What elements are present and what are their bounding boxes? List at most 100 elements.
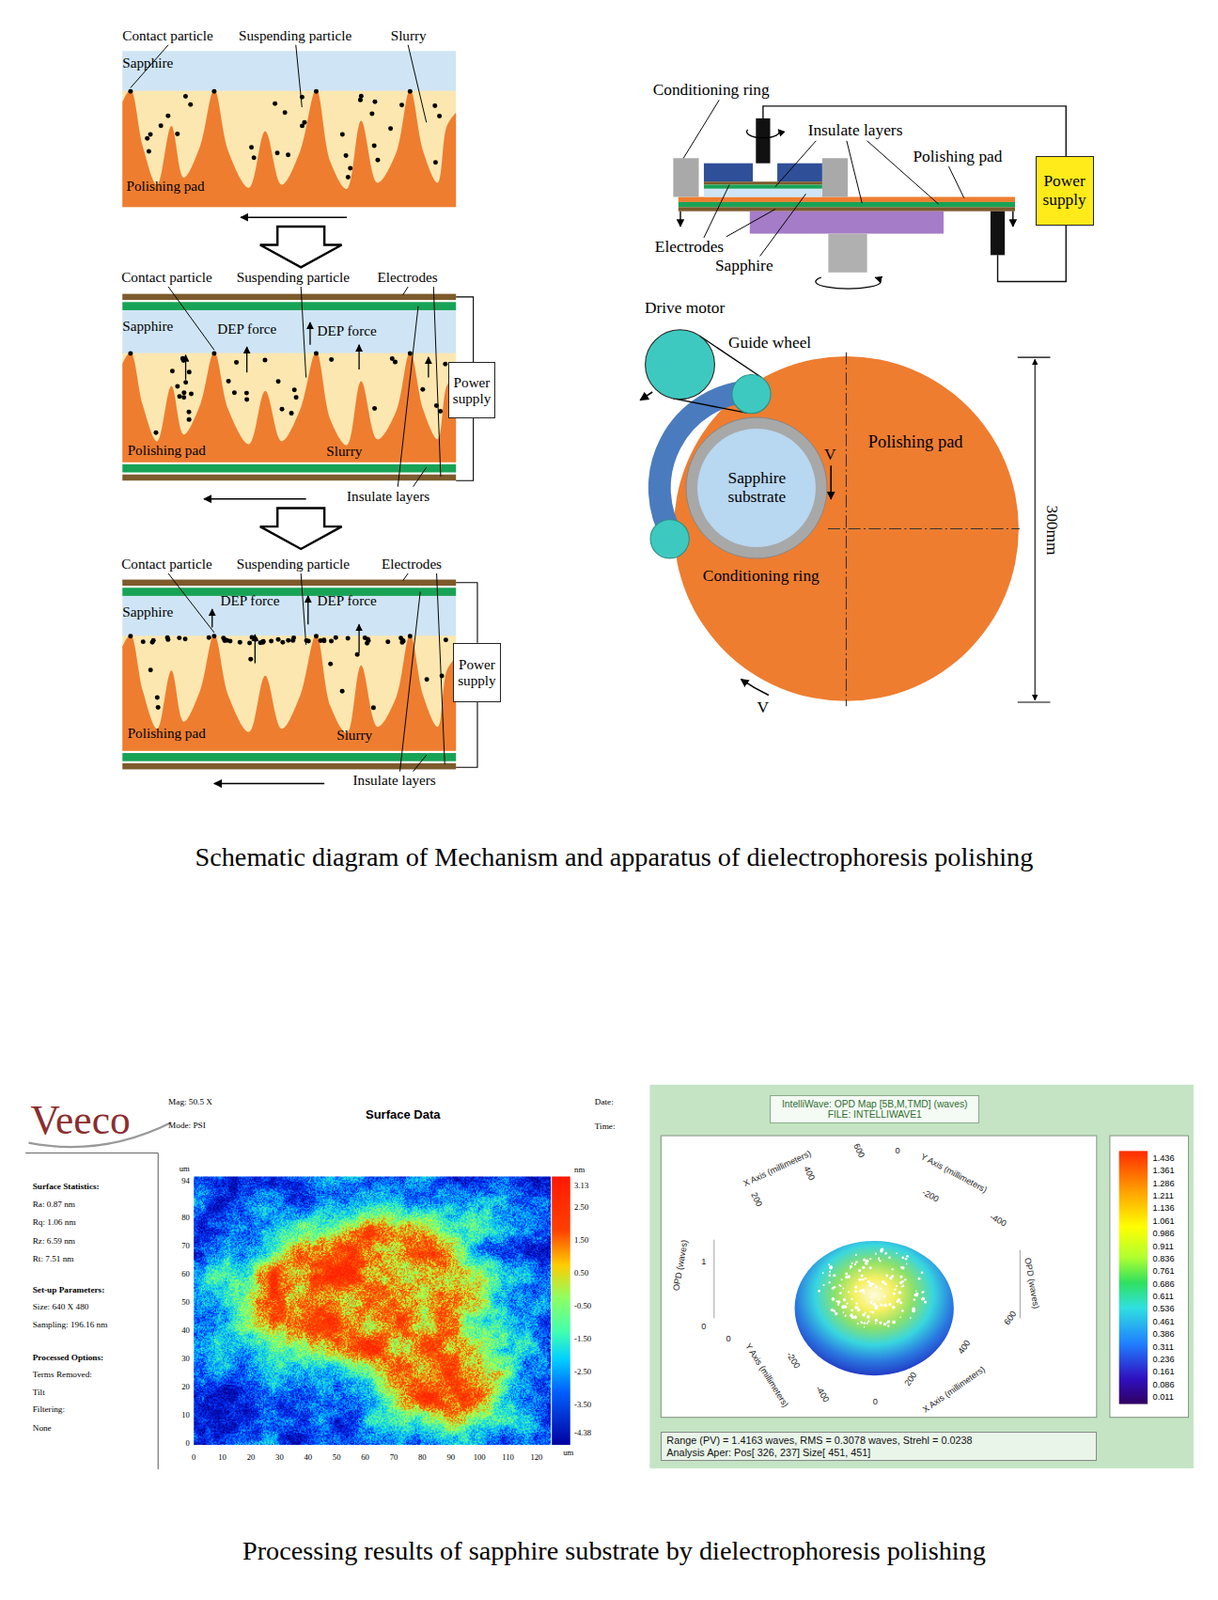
dep-force-arrow: [246, 346, 248, 373]
surface-speckle: [888, 1255, 891, 1259]
label-text: -1.50: [574, 1333, 592, 1343]
surface-speckle: [870, 1296, 873, 1298]
label-text: 3.13: [574, 1181, 589, 1191]
dimension-tick: [1017, 356, 1051, 358]
label-text: Filtering:: [32, 1404, 65, 1414]
abrasive-particle: [187, 409, 192, 415]
label-text: -2.50: [574, 1366, 592, 1376]
abrasive-particle: [333, 635, 339, 641]
abrasive-particle: [437, 113, 442, 119]
abrasive-particle: [276, 378, 282, 384]
label-holder: Contact particle: [121, 556, 213, 573]
label-text: 0.161: [1153, 1366, 1175, 1376]
node-text: Power supply: [457, 655, 497, 689]
abrasive-particle: [285, 638, 291, 643]
panel-background: [649, 1084, 1194, 1468]
label-text: 0.461: [1153, 1316, 1175, 1327]
slurry: [122, 634, 456, 751]
surface-speckle: [827, 1280, 830, 1283]
label-text: Size: 640 X 480: [32, 1301, 90, 1312]
surface-speckle: [878, 1298, 881, 1301]
label-holder: 0.536: [1153, 1303, 1175, 1313]
abrasive-particle: [345, 174, 351, 180]
sapphire-layer: [122, 50, 456, 91]
dep-force-arrow: [358, 344, 360, 370]
label-text: 80: [418, 1452, 427, 1462]
leader-line: [413, 754, 427, 771]
abrasive-particle: [294, 394, 299, 400]
node-text: Power supply: [1042, 171, 1086, 210]
label-holder: 0.686: [1153, 1279, 1175, 1289]
dimension-line: [1034, 359, 1036, 701]
label-holder: Terms Removed:: [32, 1369, 93, 1379]
abrasive-particle: [407, 351, 413, 357]
label-text: 0: [725, 1333, 731, 1343]
leader-line: [948, 166, 964, 199]
surface-speckle: [855, 1301, 859, 1305]
label-text: Conditioning ring: [702, 567, 820, 586]
conditioning-ring: [822, 157, 848, 197]
label-holder: 0.986: [1153, 1228, 1175, 1238]
label-text: um: [179, 1163, 190, 1173]
surface-speckle: [867, 1280, 871, 1283]
label-holder: DEP force: [317, 593, 377, 609]
label-text: Sapphire: [715, 257, 774, 276]
spindle: [827, 234, 867, 273]
surface-speckle: [891, 1305, 896, 1310]
label-text: 10: [218, 1452, 227, 1462]
velocity-arrow: [830, 465, 833, 500]
label-text: Sapphire: [122, 317, 173, 334]
label-holder: DEP force: [317, 322, 377, 339]
label-holder: 80: [181, 1213, 190, 1223]
surface-map: [193, 1175, 551, 1444]
surface-speckle: [861, 1288, 865, 1292]
node-text: Analysis Aper: Pos[ 326, 237] Size[ 451,…: [666, 1446, 871, 1458]
surface-speckle: [911, 1308, 916, 1312]
label-holder: Slurry: [390, 28, 427, 45]
surface-speckle: [866, 1322, 869, 1325]
label-holder: Polishing pad: [127, 725, 206, 742]
polishing-panel: [122, 50, 456, 207]
electrode: [122, 294, 456, 301]
label-text: 1.136: [1153, 1202, 1175, 1213]
abrasive-particle: [313, 351, 319, 357]
abrasive-particle: [211, 351, 217, 357]
sapphire-substrate: Sapphire substrate: [685, 416, 828, 560]
label-holder: Surface Statistics:: [32, 1181, 100, 1191]
label-text: Polishing pad: [127, 440, 206, 457]
label-text: 20: [181, 1381, 190, 1391]
label-holder: Rt: 7.51 nm: [32, 1253, 75, 1264]
surface-speckle: [870, 1301, 874, 1305]
drive-motor: [645, 329, 716, 400]
slurry: [122, 90, 456, 208]
surface-speckle: [869, 1257, 872, 1260]
label-holder: 0.311: [1153, 1341, 1174, 1351]
abrasive-particle: [181, 390, 187, 395]
node-text: Range (PV) = 1.4163 waves, RMS = 0.3078 …: [666, 1434, 972, 1446]
surface-speckle: [849, 1267, 852, 1270]
abrasive-particle: [401, 638, 406, 643]
surface-speckle: [846, 1274, 851, 1279]
surface-speckle: [842, 1311, 844, 1313]
insulate-layer: [122, 301, 456, 311]
surface-speckle: [860, 1278, 864, 1281]
abrasive-particle: [343, 153, 349, 158]
label-text: Processed Options:: [32, 1352, 104, 1362]
label-holder: Guide wheel: [728, 333, 812, 352]
node-text: IntelliWave: OPD Map [5B,M,TMD] (waves): [781, 1098, 969, 1109]
abrasive-particle: [140, 639, 146, 644]
surface-speckle: [879, 1287, 882, 1290]
abrasive-particle: [306, 638, 312, 643]
label-holder: V: [756, 699, 769, 718]
abrasive-particle: [302, 120, 308, 125]
legend-frame: [1109, 1135, 1189, 1418]
label-text: Rz: 6.59 nm: [32, 1235, 76, 1246]
label-text: None: [32, 1421, 52, 1432]
opd-surface: [795, 1240, 954, 1375]
label-holder: 60: [181, 1269, 190, 1280]
carrier: [703, 163, 753, 183]
leader-line: [683, 99, 719, 158]
surface-speckle: [858, 1268, 861, 1272]
abrasive-particle: [280, 640, 285, 645]
dep-force-arrow: [254, 634, 256, 663]
